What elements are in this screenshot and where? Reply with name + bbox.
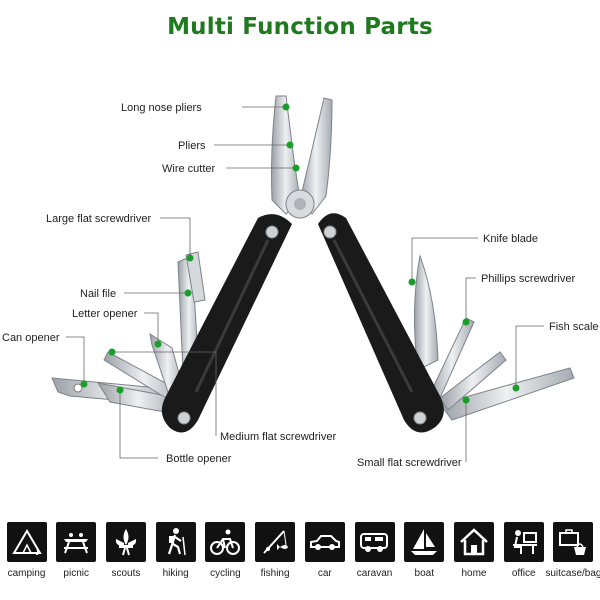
label-long-nose-pliers: Long nose pliers	[121, 102, 202, 114]
label-fish-scale: Fish scale	[549, 321, 599, 333]
handles	[161, 213, 444, 433]
label-bottle-opener: Bottle opener	[166, 453, 232, 465]
label-pliers: Pliers	[178, 140, 206, 152]
multitool-diagram: Long nose pliers Pliers Wire cutter Larg…	[2, 95, 599, 469]
page-title: Multi Function Parts	[167, 14, 433, 40]
activity-home: home	[449, 522, 498, 586]
label-knife-blade: Knife blade	[483, 233, 538, 245]
office-desk-icon	[503, 522, 544, 562]
activity-label: fishing	[260, 568, 290, 579]
tent-campfire-icon	[6, 522, 47, 562]
activity-fishing: fishing	[251, 522, 300, 586]
label-can-opener: Can opener	[2, 332, 60, 344]
right-bottom-rivet	[413, 411, 427, 425]
fishing-icon	[255, 522, 296, 562]
activity-office: office	[499, 522, 548, 586]
label-letter-opener: Letter opener	[72, 308, 138, 320]
label-wire-cutter: Wire cutter	[162, 163, 216, 175]
activity-car: car	[300, 522, 349, 586]
activity-picnic: picnic	[52, 522, 101, 586]
activity-boat: boat	[400, 522, 449, 586]
right-jaw	[299, 97, 333, 215]
activity-label: caravan	[356, 568, 393, 579]
car-icon	[304, 522, 345, 562]
activity-suitcase-bag: suitcase/bag	[545, 522, 600, 586]
activity-label: cycling	[210, 568, 241, 579]
label-medium-flat-screwdriver: Medium flat screwdriver	[220, 431, 336, 443]
activity-hiking: hiking	[151, 522, 200, 586]
caravan-icon	[354, 522, 395, 562]
hiker-icon	[155, 522, 196, 562]
activity-label: hiking	[162, 568, 189, 579]
fish-scale-blade	[439, 367, 575, 421]
left-top-rivet	[265, 225, 279, 239]
label-small-flat-screwdriver: Small flat screwdriver	[357, 457, 462, 469]
activity-label: picnic	[63, 568, 89, 579]
large-screwdriver-blade	[185, 251, 206, 303]
label-nail-file: Nail file	[80, 288, 116, 300]
right-tools	[413, 254, 575, 421]
picnic-table-icon	[56, 522, 97, 562]
activity-camping: camping	[2, 522, 51, 586]
fleur-de-lis-icon	[105, 522, 146, 562]
activity-caravan: caravan	[350, 522, 399, 586]
suitcase-bag-icon	[553, 522, 594, 562]
activity-icon-row: camping picnic scouts hiking cycling fis…	[2, 522, 600, 586]
activity-label: boat	[414, 568, 434, 579]
leader-lines	[66, 106, 544, 462]
activity-label: office	[511, 568, 536, 579]
label-phillips-screwdriver: Phillips screwdriver	[481, 273, 575, 285]
right-top-rivet	[323, 225, 337, 239]
pliers-jaws	[271, 95, 333, 219]
small-screwdriver-blade	[439, 351, 507, 411]
label-large-flat-screwdriver: Large flat screwdriver	[46, 213, 151, 225]
activity-label: suitcase/bag	[545, 568, 600, 579]
activity-cycling: cycling	[201, 522, 250, 586]
left-bottom-rivet	[177, 411, 191, 425]
activity-label: camping	[7, 568, 46, 579]
activity-scouts: scouts	[101, 522, 150, 586]
activity-label: home	[461, 568, 487, 579]
sailboat-icon	[404, 522, 445, 562]
knife-blade	[413, 254, 439, 371]
house-icon	[453, 522, 494, 562]
marker-dots	[80, 103, 520, 404]
activity-label: scouts	[111, 568, 141, 579]
activity-label: car	[317, 568, 332, 579]
cyclist-icon	[205, 522, 246, 562]
